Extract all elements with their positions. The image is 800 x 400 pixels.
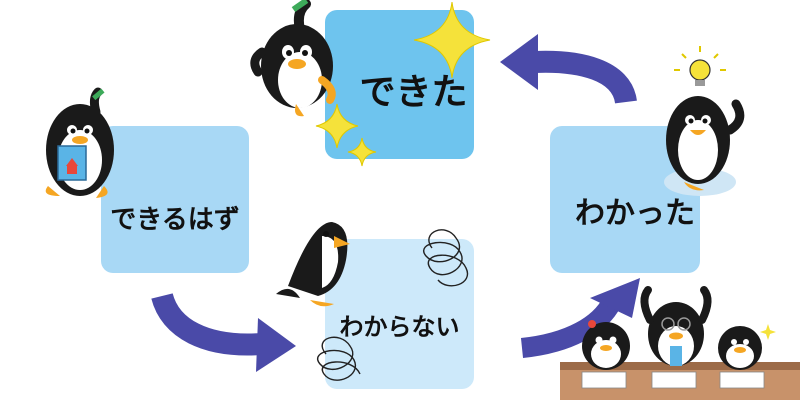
scribble-icon: [317, 229, 469, 381]
stage-box-wakatta: わかった: [550, 126, 700, 273]
stage-box-dekiruhazu: できるはず: [101, 126, 249, 273]
stage-label-dekita: できた: [359, 71, 468, 113]
stage-label-wakatta: わかった: [575, 195, 695, 231]
penguin-cheering-icon: [250, 0, 336, 117]
stage-label-wakaranai: わからない: [339, 312, 460, 341]
arrow-wakatta-to-dekita: [500, 34, 637, 105]
penguin-idea-icon: [664, 46, 745, 196]
penguin-sad-icon: [276, 222, 350, 307]
penguins-studying-icon: [560, 286, 800, 400]
stage-label-dekiruhazu: できるはず: [110, 205, 240, 235]
sparkle-icon: [315, 1, 491, 167]
penguin-with-book-icon: [45, 87, 114, 198]
arrow-dekiruhazu-to-wakaranai: [151, 292, 296, 372]
arrow-wakaranai-to-wakatta: [520, 278, 640, 358]
